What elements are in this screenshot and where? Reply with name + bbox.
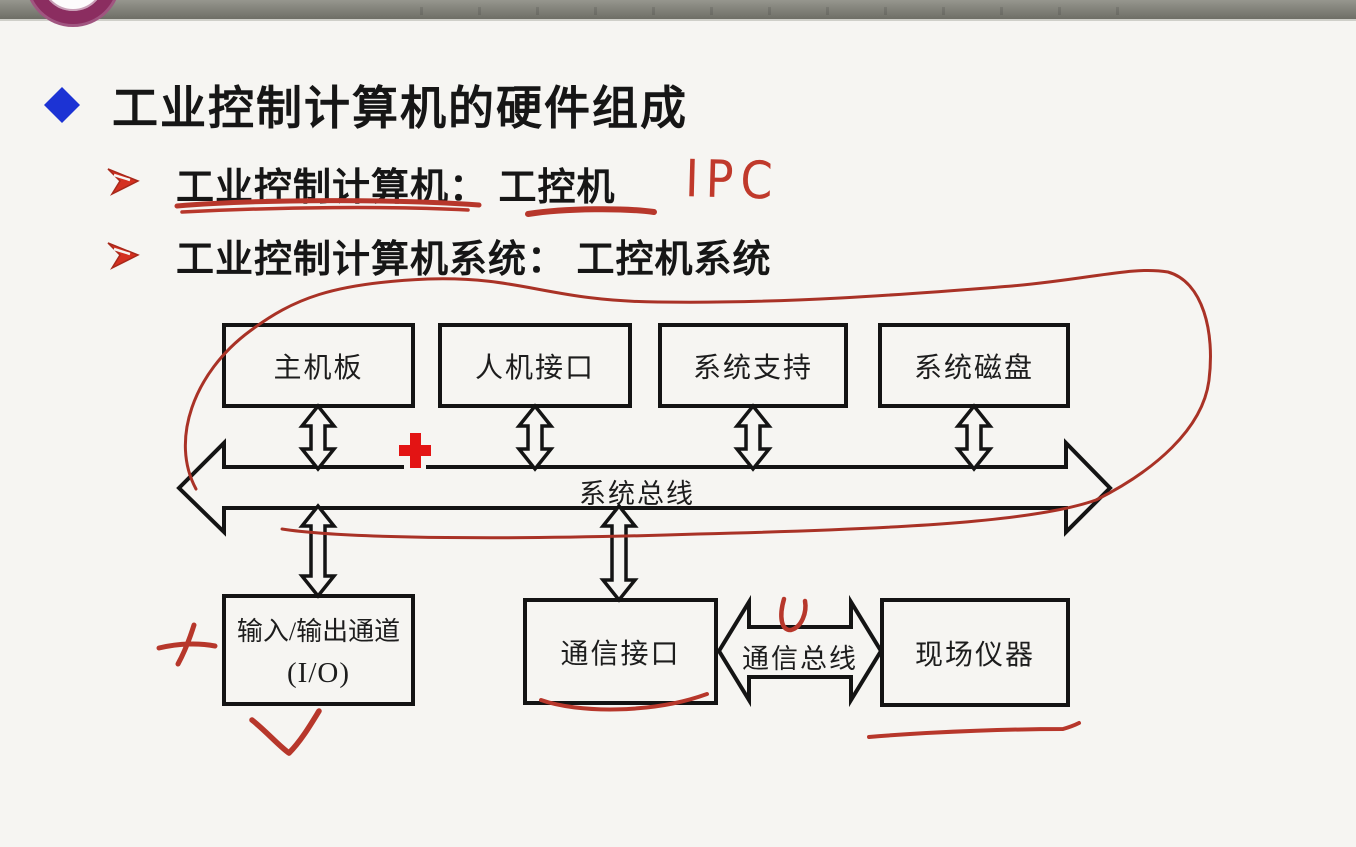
box-hmi: 人机接口 <box>438 323 632 408</box>
system-bus-label: 系统总线 <box>579 479 695 509</box>
toolbar-artifacts <box>420 7 1160 15</box>
bullet-line-1: 工业控制计算机： 工控机 <box>176 167 616 209</box>
arrow-bullet-icon <box>106 240 142 270</box>
box-label: 系统磁盘 <box>913 352 1034 384</box>
arrow-bullet-icon <box>106 166 142 196</box>
connector-arrow <box>298 403 338 472</box>
box-label: 通信接口 <box>560 638 681 670</box>
connector-arrow <box>515 403 555 472</box>
box-system-support: 系统支持 <box>658 323 848 408</box>
box-comm-interface: 通信接口 <box>523 598 718 705</box>
connector-arrow <box>733 403 773 472</box>
box-io-channel: 输入/输出通道 (I/O) <box>222 594 415 706</box>
connector-arrow <box>599 503 639 603</box>
box-label: (I/O) <box>287 656 350 689</box>
box-label: 系统支持 <box>692 352 813 384</box>
box-mainboard: 主机板 <box>222 323 415 408</box>
slide-title: 工业控制计算机的硬件组成 <box>112 83 688 134</box>
connector-arrow <box>298 503 338 599</box>
box-system-disk: 系统磁盘 <box>878 323 1070 408</box>
video-toolbar <box>0 0 1356 21</box>
connector-arrow <box>954 403 994 472</box>
comm-bus-label: 通信总线 <box>742 644 858 674</box>
box-label: 输入/输出通道 <box>236 616 401 646</box>
box-label: 现场仪器 <box>914 639 1035 671</box>
box-field-instruments: 现场仪器 <box>880 598 1070 707</box>
bullet-line-2: 工业控制计算机系统： 工控机系统 <box>176 239 772 281</box>
handwritten-ipc-annotation: IPC <box>684 148 781 211</box>
box-label: 主机板 <box>273 352 364 384</box>
box-label: 人机接口 <box>474 352 595 384</box>
